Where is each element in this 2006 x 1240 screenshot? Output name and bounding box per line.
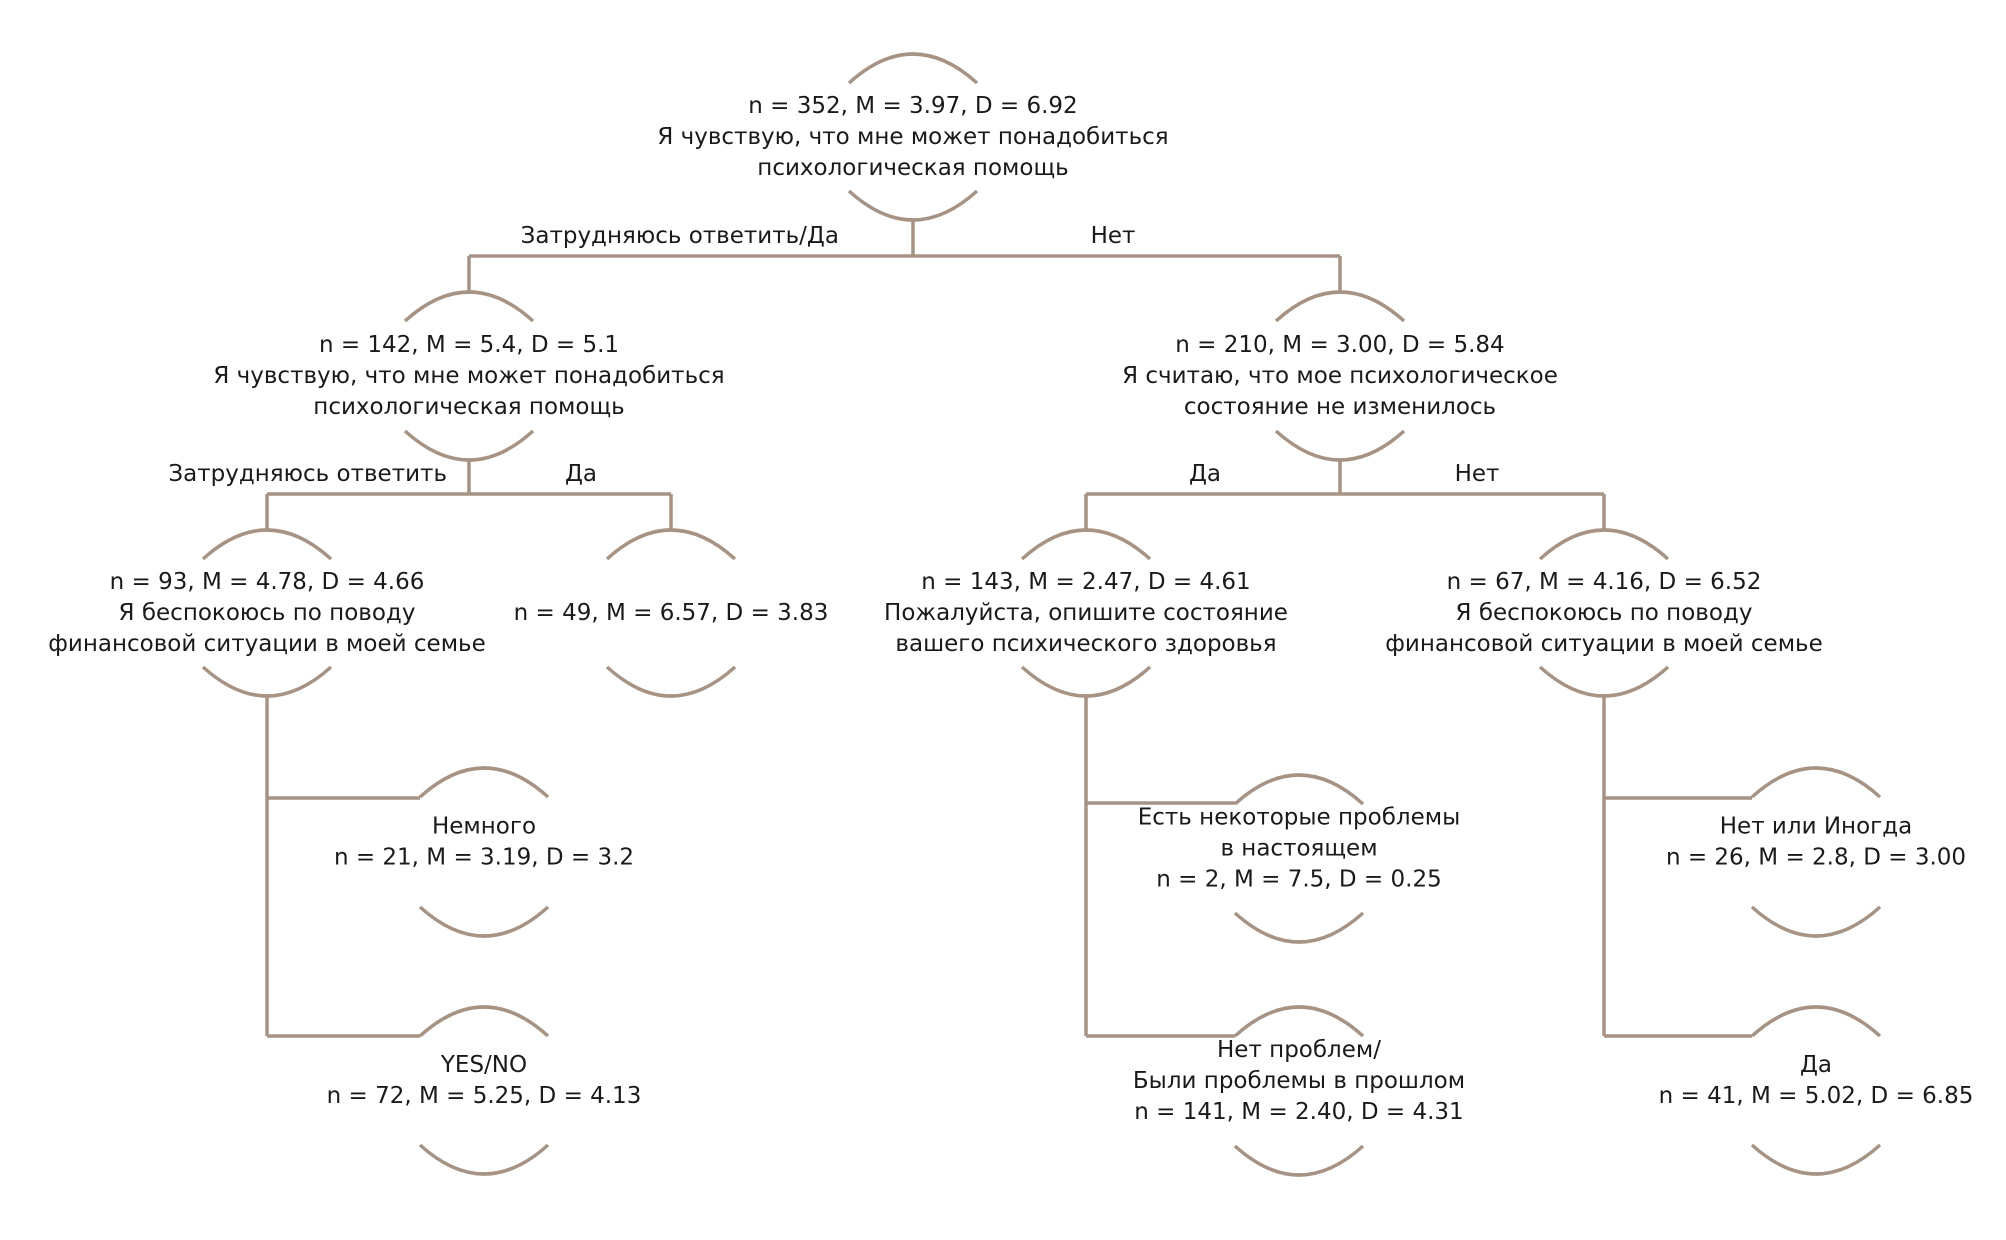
- node-question: Я чувствую, что мне может понадобиться: [657, 124, 1168, 150]
- branch-label: Да: [1189, 461, 1221, 487]
- node-rl1-top-arc: [1233, 773, 1365, 806]
- split-node: n = 210, M = 3.00, D = 5.84 Я считаю, что…: [1122, 290, 1558, 462]
- leaf-node: Да n = 41, M = 5.02, D = 6.85: [1659, 1005, 1974, 1176]
- branch-label: Нет: [1091, 223, 1136, 249]
- node-question: состояние не изменилось: [1184, 394, 1496, 420]
- node-root-bottom-arc: [847, 189, 979, 222]
- leaf-node: YES/NO n = 72, M = 5.25, D = 4.13: [327, 1005, 642, 1176]
- split-node: n = 142, M = 5.4, D = 5.1 Я чувствую, что…: [213, 290, 725, 462]
- node-stats: n = 93, M = 4.78, D = 4.66: [110, 569, 425, 595]
- node-question: финансовой ситуации в моей семье: [48, 631, 486, 657]
- split-node: n = 352, M = 3.97, D = 6.92 Я чувствую, ч…: [657, 52, 1169, 222]
- split-node: n = 49, M = 6.57, D = 3.83: [514, 528, 829, 698]
- leaf-node: Есть некоторые проблемы в настоящем n = 2,…: [1138, 773, 1461, 944]
- node-ll-bottom-arc: [201, 665, 333, 698]
- leaf-label: Нет проблем/: [1217, 1037, 1381, 1063]
- leaf-label: Были проблемы в прошлом: [1133, 1068, 1465, 1094]
- node-question: Я беспокоюсь по поводу: [119, 600, 416, 626]
- split-node: n = 93, M = 4.78, D = 4.66 Я беспокоюсь п…: [48, 528, 486, 698]
- node-root-top-arc: [847, 52, 979, 85]
- node-r-top-arc: [1274, 290, 1406, 323]
- node-ll2-top-arc: [418, 1005, 550, 1038]
- node-rl1-bottom-arc: [1233, 911, 1365, 944]
- node-stats: n = 210, M = 3.00, D = 5.84: [1175, 332, 1504, 358]
- node-rr2-bottom-arc: [1750, 1143, 1882, 1176]
- branch-label: Затрудняюсь ответить: [168, 461, 447, 487]
- node-stats: n = 49, M = 6.57, D = 3.83: [514, 600, 829, 626]
- node-rr1-bottom-arc: [1750, 905, 1882, 938]
- tree-nodes: n = 352, M = 3.97, D = 6.92 Я чувствую, ч…: [48, 52, 1974, 1177]
- tree-edges: [265, 221, 1752, 1038]
- node-question: Я беспокоюсь по поводу: [1456, 600, 1753, 626]
- node-stats: n = 21, M = 3.19, D = 3.2: [334, 845, 634, 871]
- node-r-bottom-arc: [1274, 429, 1406, 462]
- node-stats: n = 72, M = 5.25, D = 4.13: [327, 1083, 642, 1109]
- node-rr1-top-arc: [1750, 766, 1882, 799]
- node-question: психологическая помощь: [757, 155, 1068, 181]
- node-l-top-arc: [403, 290, 535, 323]
- node-question: психологическая помощь: [313, 394, 624, 420]
- node-ll-top-arc: [201, 528, 333, 561]
- node-question: финансовой ситуации в моей семье: [1385, 631, 1823, 657]
- node-stats: n = 142, M = 5.4, D = 5.1: [319, 332, 619, 358]
- node-rr2-top-arc: [1750, 1005, 1882, 1038]
- leaf-node: Нет проблем/Были проблемы в прошлом n = 1…: [1133, 1005, 1465, 1177]
- node-lr-top-arc: [605, 528, 737, 561]
- node-question: Я чувствую, что мне может понадобиться: [213, 363, 724, 389]
- node-rl-bottom-arc: [1020, 665, 1152, 698]
- node-question: вашего психического здоровья: [895, 631, 1276, 657]
- leaf-label: Есть некоторые проблемы: [1138, 805, 1461, 831]
- node-stats: n = 141, M = 2.40, D = 4.31: [1134, 1099, 1463, 1125]
- leaf-label: Немного: [432, 814, 536, 840]
- node-stats: n = 2, M = 7.5, D = 0.25: [1156, 867, 1441, 893]
- node-rr-bottom-arc: [1538, 665, 1670, 698]
- node-stats: n = 41, M = 5.02, D = 6.85: [1659, 1083, 1974, 1109]
- leaf-node: Нет или Иногда n = 26, M = 2.8, D = 3.00: [1666, 766, 1966, 938]
- node-rr-top-arc: [1538, 528, 1670, 561]
- node-stats: n = 67, M = 4.16, D = 6.52: [1447, 569, 1762, 595]
- branch-label: Затрудняюсь ответить/Да: [521, 223, 839, 249]
- leaf-label: Да: [1800, 1052, 1832, 1078]
- node-lr-bottom-arc: [605, 665, 737, 698]
- node-rl2-top-arc: [1233, 1005, 1365, 1038]
- branch-label: Да: [565, 461, 597, 487]
- node-stats: n = 352, M = 3.97, D = 6.92: [748, 93, 1077, 119]
- branch-label: Нет: [1455, 461, 1500, 487]
- node-ll1-bottom-arc: [418, 905, 550, 938]
- split-node: n = 67, M = 4.16, D = 6.52 Я беспокоюсь п…: [1385, 528, 1823, 698]
- leaf-label: в настоящем: [1220, 836, 1377, 862]
- node-rl-top-arc: [1020, 528, 1152, 561]
- leaf-node: Немного n = 21, M = 3.19, D = 3.2: [334, 766, 634, 938]
- node-ll2-bottom-arc: [418, 1143, 550, 1176]
- node-stats: n = 26, M = 2.8, D = 3.00: [1666, 845, 1966, 871]
- node-rl2-bottom-arc: [1233, 1144, 1365, 1177]
- leaf-label: YES/NO: [440, 1052, 527, 1078]
- node-question: Я считаю, что мое психологическое: [1122, 363, 1558, 389]
- node-stats: n = 143, M = 2.47, D = 4.61: [921, 569, 1250, 595]
- node-question: Пожалуйста, опишите состояние: [884, 600, 1288, 626]
- node-l-bottom-arc: [403, 429, 535, 462]
- leaf-label: Нет или Иногда: [1720, 814, 1912, 840]
- node-ll1-top-arc: [418, 766, 550, 799]
